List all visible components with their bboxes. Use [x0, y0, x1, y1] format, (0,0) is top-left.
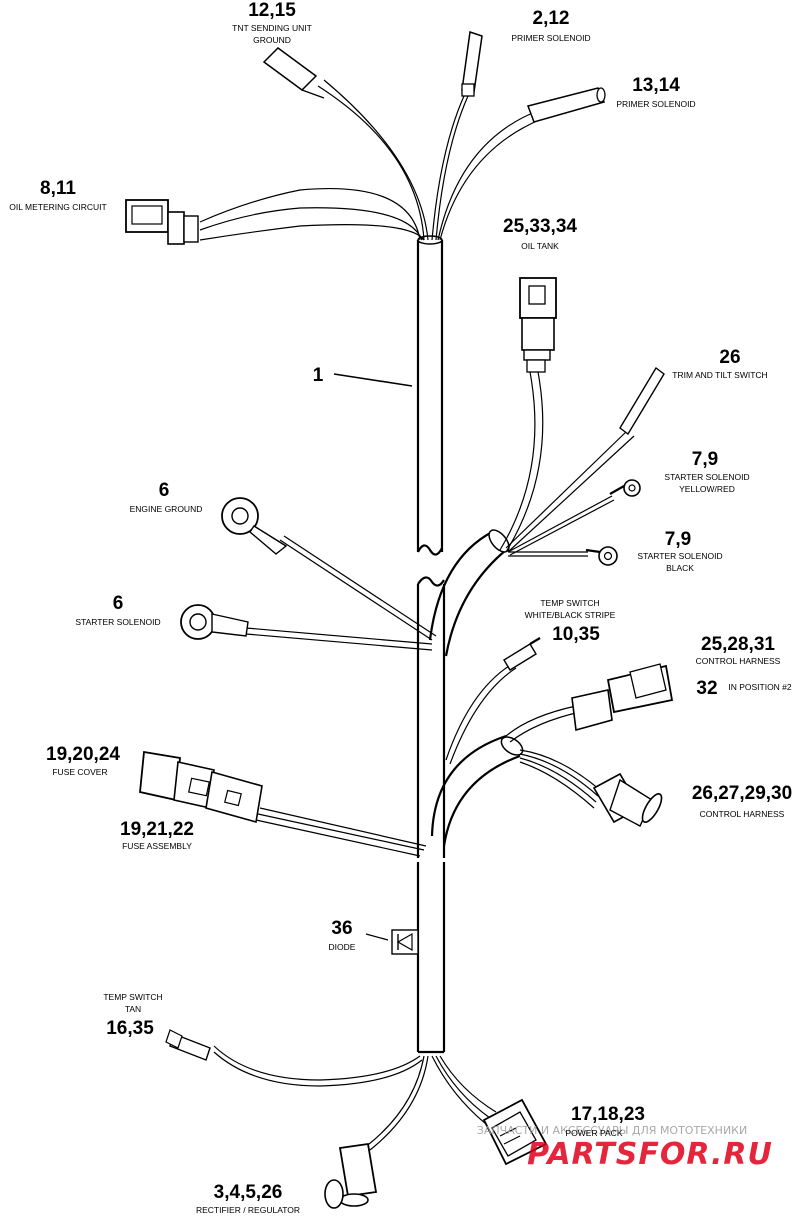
callout-25-33-34: 25,33,34 OIL TANK [503, 216, 577, 251]
callout-36: 36 DIODE [329, 918, 356, 952]
callout-6-starter-solenoid: 6 STARTER SOLENOID [75, 593, 160, 627]
watermark: ЗАПЧАСТИ И АКСЕССУАРЫ ДЛЯ МОТОТЕХНИКИ PA… [477, 1124, 773, 1172]
callout-25-28-31: 25,28,31 CONTROL HARNESS [696, 634, 781, 666]
callout-label: FUSE COVER [52, 767, 107, 777]
callout-number: 6 [159, 480, 170, 501]
callout-label: TAN [125, 1004, 141, 1014]
tnt-sending-unit-terminal [262, 47, 325, 99]
callout-13-14: 13,14 PRIMER SOLENOID [616, 75, 695, 109]
callout-19-20-24: 19,20,24 FUSE COVER [46, 744, 120, 777]
starter-solenoid-black-wire [508, 546, 618, 566]
callout-number: 16,35 [106, 1018, 154, 1039]
temp-switch-tan-wire [165, 1029, 423, 1087]
callout-number: 10,35 [552, 624, 600, 645]
callout-label: OIL TANK [521, 241, 559, 251]
callout-10-35: TEMP SWITCH WHITE/BLACK STRIPE 10,35 [525, 598, 616, 645]
control-harness-connector-a [505, 663, 674, 743]
callout-number: 17,18,23 [571, 1104, 645, 1125]
callout-label: PRIMER SOLENOID [511, 33, 590, 43]
callout-label: TNT SENDING UNIT [232, 23, 312, 33]
callout-number: 26 [719, 347, 740, 368]
callout-6-engine-ground: 6 ENGINE GROUND [130, 480, 203, 514]
callout-number: 7,9 [692, 449, 718, 470]
callout-label: IN POSITION #2 [728, 682, 792, 692]
callout-label: DIODE [329, 942, 356, 952]
callout-12-15: 12,15 TNT SENDING UNIT GROUND [232, 0, 312, 45]
watermark-brand: PARTSFOR.RU [527, 1137, 773, 1172]
callout-number: 1 [313, 365, 324, 386]
callout-number: 12,15 [248, 0, 296, 21]
callout-number: 7,9 [665, 529, 691, 550]
callout-number: 19,20,24 [46, 744, 120, 765]
callout-number: 3,4,5,26 [214, 1182, 283, 1203]
trim-tilt-wire [505, 366, 665, 553]
oil-metering-connector [125, 199, 199, 245]
callout-label: PRIMER SOLENOID [616, 99, 695, 109]
primer-solenoid-terminal-b [527, 87, 606, 123]
callout-label: OIL METERING CIRCUIT [9, 202, 106, 212]
callout-7-9-yellow-red: 7,9 STARTER SOLENOID YELLOW/RED [664, 449, 749, 494]
callout-32: 32 IN POSITION #2 [696, 678, 791, 699]
callout-1-leader [333, 373, 413, 387]
callout-3-4-5-26: 3,4,5,26 RECTIFIER / REGULATOR [196, 1182, 300, 1215]
callout-number: 2,12 [533, 8, 570, 29]
callout-label: WHITE/BLACK STRIPE [525, 610, 616, 620]
callout-26-27-29-30: 26,27,29,30 CONTROL HARNESS [692, 783, 792, 819]
callout-label: GROUND [253, 35, 291, 45]
callout-17-18-23: 17,18,23 POWER PACK [566, 1104, 645, 1138]
callout-label: CONTROL HARNESS [696, 656, 781, 666]
callout-label: ENGINE GROUND [130, 504, 203, 514]
callout-1: 1 [313, 365, 324, 386]
callout-number: 25,33,34 [503, 216, 577, 237]
callout-number: 13,14 [632, 75, 680, 96]
callout-number: 32 [696, 678, 717, 699]
callout-number: 26,27,29,30 [692, 783, 792, 804]
callout-19-21-22: 19,21,22 FUSE ASSEMBLY [120, 819, 194, 851]
callout-7-9-black: 7,9 STARTER SOLENOID BLACK [637, 529, 722, 573]
starter-solenoid-left-wire [180, 604, 433, 651]
callout-label: YELLOW/RED [679, 484, 735, 494]
primer-solenoid-terminal-a [461, 31, 483, 97]
callout-label: BLACK [666, 563, 694, 573]
callout-number: 19,21,22 [120, 819, 194, 840]
callout-2-12: 2,12 PRIMER SOLENOID [511, 8, 590, 43]
callout-label: FUSE ASSEMBLY [122, 841, 192, 851]
callout-label: TEMP SWITCH [540, 598, 599, 608]
callout-label: TRIM AND TILT SWITCH [672, 370, 767, 380]
oil-tank-branch [499, 277, 557, 553]
callout-8-11: 8,11 OIL METERING CIRCUIT [9, 178, 106, 212]
callout-label: STARTER SOLENOID [637, 551, 722, 561]
callout-label: CONTROL HARNESS [700, 809, 785, 819]
upper-breakout-sleeve [428, 529, 510, 657]
top-branch-wires [199, 79, 545, 241]
engine-ground-wire [221, 497, 437, 641]
callout-number: 25,28,31 [701, 634, 775, 655]
callout-label: TEMP SWITCH [103, 992, 162, 1002]
callout-label: STARTER SOLENOID [75, 617, 160, 627]
power-pack-connector [431, 1055, 548, 1166]
callout-16-35: TEMP SWITCH TAN 16,35 [103, 992, 162, 1039]
diode-symbol [365, 929, 419, 955]
starter-solenoid-yellow-red-wire [507, 479, 641, 556]
fuse-assembly [139, 750, 427, 857]
callout-label: RECTIFIER / REGULATOR [196, 1205, 300, 1215]
callout-label: POWER PACK [566, 1128, 623, 1138]
lower-breakout-sleeve [430, 734, 524, 847]
callout-number: 8,11 [40, 178, 76, 199]
callout-number: 36 [331, 918, 352, 939]
temp-switch-white-black-wire [445, 637, 541, 765]
callout-26-trim: 26 TRIM AND TILT SWITCH [672, 347, 767, 380]
callout-number: 6 [113, 593, 124, 614]
callout-label: STARTER SOLENOID [664, 472, 749, 482]
rectifier-regulator-connector [324, 1055, 429, 1209]
main-harness-trunk [416, 235, 446, 1054]
control-harness-connector-b [519, 749, 663, 827]
watermark-tagline: ЗАПЧАСТИ И АКСЕССУАРЫ ДЛЯ МОТОТЕХНИКИ [477, 1124, 747, 1137]
